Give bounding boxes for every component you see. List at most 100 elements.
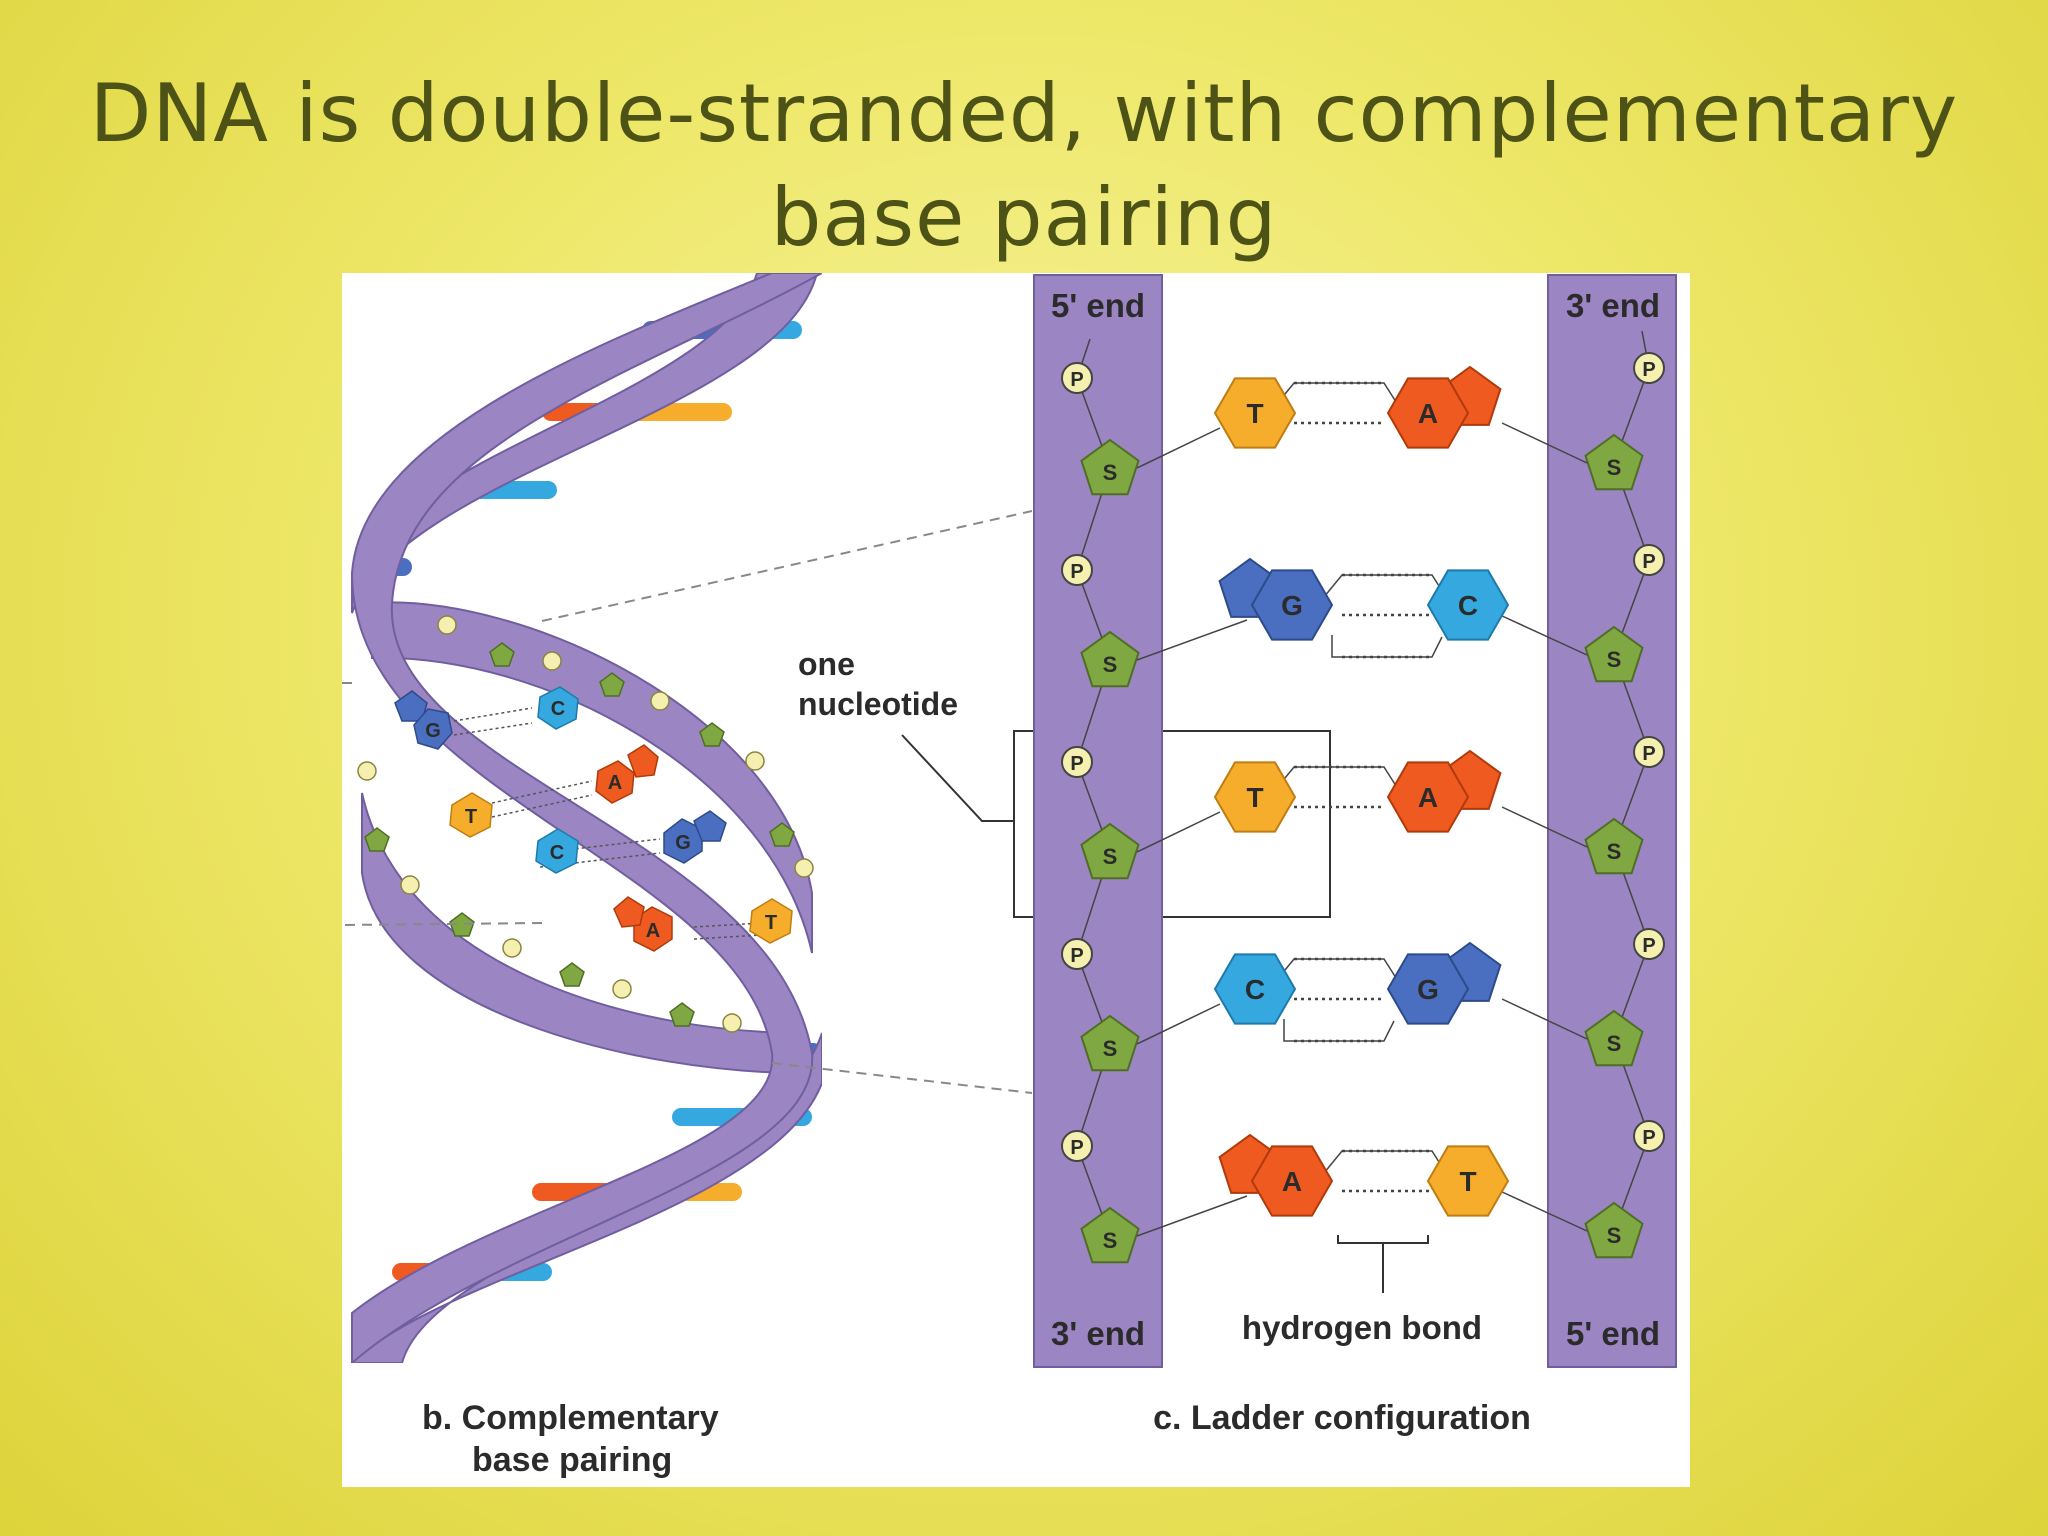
- phosphate-circle: [1633, 1120, 1665, 1152]
- left-sugar: S: [1080, 630, 1140, 688]
- sugar-pentagon: [1080, 630, 1140, 688]
- base-letter: C: [1245, 974, 1265, 1005]
- helix-base-c-1: C: [537, 686, 579, 730]
- left-base-t: T: [1213, 377, 1297, 449]
- sugar-label: S: [1103, 1228, 1118, 1253]
- phosphate-label: P: [1642, 551, 1655, 573]
- sugar-label: S: [1607, 1031, 1622, 1056]
- base-letter: T: [1246, 782, 1263, 813]
- hydrogen-bonds: [1294, 957, 1384, 1043]
- sugar-base-link: [1501, 422, 1588, 464]
- sugar-pentagon: [1080, 822, 1140, 880]
- sugar-pentagon: [1080, 1014, 1140, 1072]
- phosphate-circle: [1633, 928, 1665, 960]
- phosphate-label: P: [1642, 1127, 1655, 1149]
- sugar-base-link: [1136, 1195, 1248, 1237]
- slide-title-line-2: base pairing: [770, 171, 1278, 264]
- left-base-g: G: [1218, 557, 1334, 641]
- helix-base-t-1: T: [449, 792, 493, 838]
- helix-ribbon-middle-upper: [371, 601, 813, 954]
- svg-text:C: C: [551, 698, 565, 720]
- phosphate-label: P: [1070, 561, 1083, 583]
- base-connector: [1323, 1150, 1447, 1174]
- sugar-label: S: [1607, 839, 1622, 864]
- base-pair-row-5: P P S S A T: [1061, 1120, 1665, 1264]
- sugar-base-link: [1501, 998, 1588, 1040]
- right-base-a: A: [1386, 365, 1502, 449]
- phosphate-label: P: [1070, 1137, 1083, 1159]
- sugar-base-link: [1499, 1190, 1588, 1232]
- base-letter: G: [1281, 590, 1303, 621]
- right-phosphate: P: [1633, 736, 1665, 768]
- left-phosphate: P: [1061, 746, 1093, 778]
- phosphate-label: P: [1642, 935, 1655, 957]
- zoom-guide-lines: [342, 510, 1033, 1094]
- one-nucleotide-box: [1013, 730, 1331, 918]
- purine-hexagon: [1386, 953, 1470, 1025]
- phosphate-label: P: [1070, 753, 1083, 775]
- helix-base-c-2: C: [535, 828, 579, 874]
- hydrogen-bonds: [1342, 1149, 1432, 1193]
- svg-text:T: T: [765, 912, 777, 934]
- hydrogen-bonds: [1294, 381, 1384, 425]
- svg-text:G: G: [425, 720, 441, 742]
- base-connector: [1275, 382, 1399, 406]
- sugar-base-link: [1136, 427, 1221, 469]
- left-strand-top-end: 5' end: [1051, 287, 1145, 324]
- left-phosphate: P: [1061, 554, 1093, 586]
- sugar-base-link: [1136, 1003, 1221, 1045]
- one-nucleotide-label-line-1: one: [798, 646, 855, 682]
- pyrimidine-hexagon: [1426, 569, 1510, 641]
- base-letter: T: [1459, 1166, 1476, 1197]
- sugar-base-link: [1501, 806, 1588, 848]
- right-phosphate: P: [1633, 1120, 1665, 1152]
- right-sugar: S: [1584, 1009, 1644, 1067]
- pyrimidine-hexagon: [1426, 1145, 1510, 1217]
- phosphate-circle: [1061, 746, 1093, 778]
- base-letter: A: [1418, 782, 1438, 813]
- right-base-c: C: [1426, 569, 1510, 641]
- double-helix-diagram: G C T A: [350, 273, 822, 1363]
- helix-rungs-lower: [392, 1043, 822, 1281]
- phosphate-circle: [1633, 352, 1665, 384]
- hydrogen-bonds: [1342, 573, 1432, 659]
- dna-figure-svg: G C T A: [342, 273, 1677, 1479]
- sugar-pentagon: [1584, 625, 1644, 683]
- phosphate-label: P: [1070, 945, 1083, 967]
- purine-hexagon: [1386, 761, 1470, 833]
- phosphate-circle: [1633, 544, 1665, 576]
- right-phosphate: P: [1633, 544, 1665, 576]
- base-letter: A: [1418, 398, 1438, 429]
- right-sugar: S: [1584, 433, 1644, 491]
- helix-base-a-1: A: [595, 744, 659, 804]
- right-strand-top-end: 3' end: [1566, 287, 1660, 324]
- helix-ribbon-back-upper: [351, 273, 819, 614]
- base-letter: A: [1282, 1166, 1302, 1197]
- left-base-c: C: [1213, 953, 1297, 1025]
- slide-title: DNA is double-stranded, with complementa…: [0, 62, 2048, 270]
- left-strand-bottom-end: 3' end: [1051, 1315, 1145, 1352]
- base-letter: T: [1246, 398, 1263, 429]
- right-strand-bottom-end: 5' end: [1566, 1315, 1660, 1352]
- left-phosphate: P: [1061, 938, 1093, 970]
- base-connector: [1275, 958, 1399, 982]
- sugar-label: S: [1103, 652, 1118, 677]
- svg-text:A: A: [646, 920, 660, 942]
- pyrimidine-hexagon: [1213, 377, 1297, 449]
- phosphate-circle: [1061, 554, 1093, 586]
- helix-base-g-2: G: [663, 810, 727, 864]
- phosphate-circle: [1061, 938, 1093, 970]
- sugar-label: S: [1607, 1223, 1622, 1248]
- base-letter: C: [1458, 590, 1478, 621]
- phosphate-label: P: [1642, 743, 1655, 765]
- right-phosphate: P: [1633, 928, 1665, 960]
- pyrimidine-hexagon: [1213, 761, 1297, 833]
- sugar-label: S: [1103, 1036, 1118, 1061]
- sugar-pentagon: [1080, 438, 1140, 496]
- helix-sugar-phosphate-units: [357, 615, 814, 1033]
- right-base-a: A: [1386, 749, 1502, 833]
